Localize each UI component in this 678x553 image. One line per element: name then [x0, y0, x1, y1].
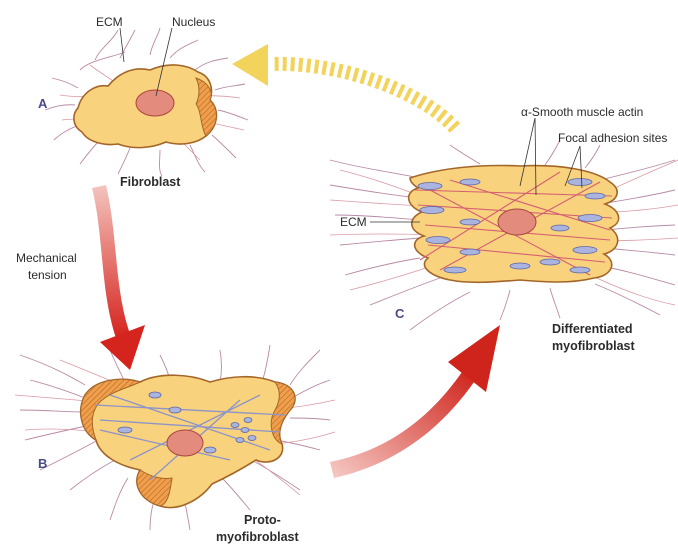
fibroblast-label: Fibroblast [120, 175, 181, 189]
differentiated-myofibroblast-cell [329, 139, 678, 331]
proto-myofibroblast-cell [14, 344, 336, 531]
proto-myofibroblast-label-line1: Proto- [244, 513, 281, 527]
myofibroblast-nucleus [497, 208, 537, 236]
leader-lines [119, 27, 583, 223]
differentiated-myofibroblast-label-line2: myofibroblast [552, 339, 635, 353]
fibroblast-cell [44, 27, 249, 177]
differentiation-arrow [330, 325, 500, 478]
proto-myofibroblast-label-line2: myofibroblast [216, 530, 299, 544]
mechanical-tension-label-line1: Mechanical [16, 251, 77, 265]
proto-hatched-edge-right [270, 381, 296, 445]
dedifferentiation-dashed-arrow [232, 44, 461, 133]
alpha-sma-label: α-Smooth muscle actin [521, 105, 643, 119]
proto-adhesion-complexes [117, 391, 257, 454]
proto-hatched-edge-bottom [136, 469, 173, 507]
panel-letter-b: B [38, 456, 47, 471]
fibroblast-hatched-edge [195, 77, 217, 137]
proto-nucleus [166, 429, 204, 457]
focal-adhesion-complexes [417, 178, 606, 274]
mechanical-tension-arrow [92, 185, 145, 370]
nucleus-label: Nucleus [172, 15, 215, 29]
panel-letter-a: A [38, 96, 48, 111]
differentiated-myofibroblast-label-line1: Differentiated [552, 322, 633, 336]
fibroblast-nucleus [135, 89, 175, 117]
focal-adhesion-label: Focal adhesion sites [558, 131, 667, 145]
mechanical-tension-label-line2: tension [28, 268, 67, 282]
down-arrowhead [100, 325, 145, 370]
dashed-arrowhead [232, 44, 268, 86]
ecm-label-top: ECM [96, 15, 123, 29]
up-arrowhead [448, 325, 500, 392]
proto-hatched-edge-left [80, 378, 142, 442]
ecm-label-right: ECM [340, 215, 367, 229]
panel-letter-c: C [395, 306, 405, 321]
